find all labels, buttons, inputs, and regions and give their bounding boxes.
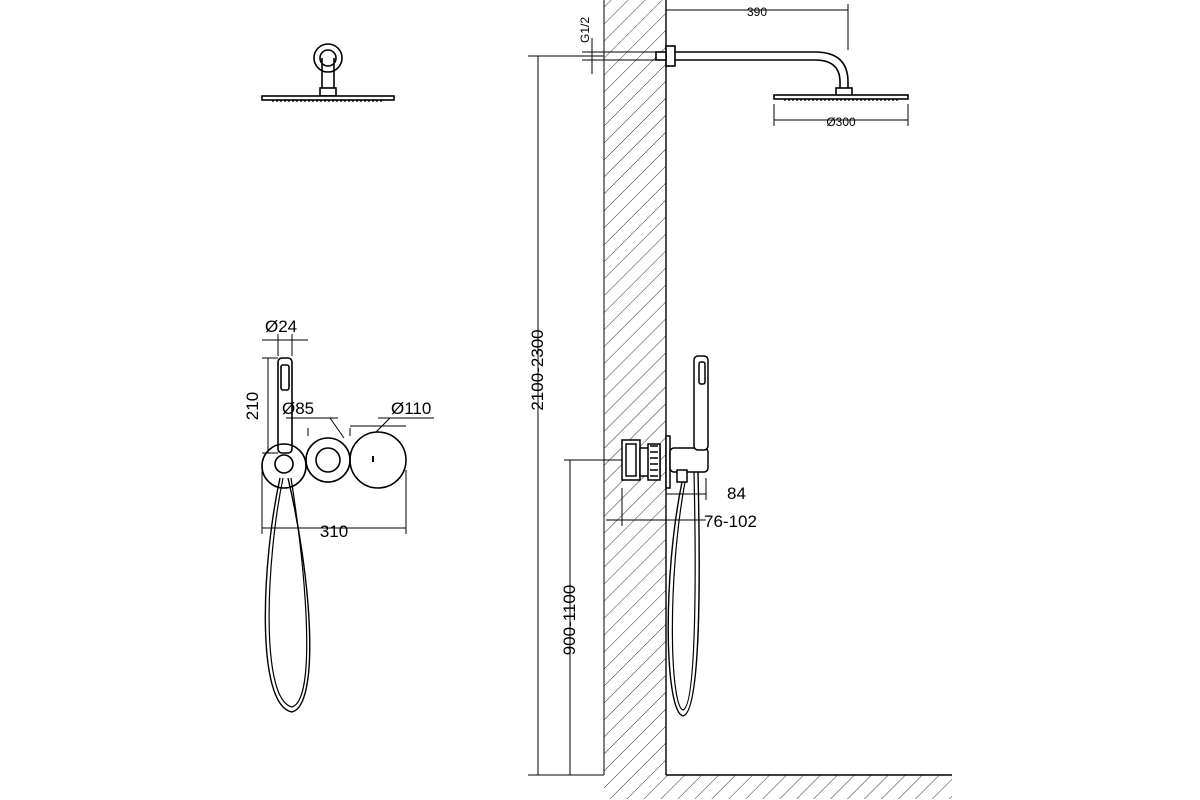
label-small-rosette-diameter: Ø85 — [282, 399, 314, 418]
label-total-width: 310 — [320, 522, 348, 541]
front-dimension-lines — [261, 334, 434, 534]
outlet-connector — [274, 454, 294, 474]
label-arm-length: 390 — [747, 5, 767, 19]
hose-side — [667, 471, 700, 717]
side-dimension-lines — [528, 4, 909, 776]
label-total-height: 2100-2300 — [528, 329, 547, 410]
front-wall-elements — [261, 357, 407, 713]
arm-flange-side — [665, 45, 676, 67]
head-connector — [319, 87, 337, 97]
hose-front — [264, 477, 311, 713]
label-head-diameter: Ø300 — [826, 115, 856, 129]
hose-connector-side — [676, 469, 688, 483]
large-rosette — [349, 431, 407, 489]
arm-flange-inner — [319, 49, 337, 67]
label-handshower-length: 210 — [243, 392, 262, 420]
label-large-rosette-diameter: Ø110 — [391, 399, 431, 418]
side-shower-arm — [655, 45, 909, 101]
mixer-handle-side — [669, 447, 709, 473]
label-thread: G1/2 — [578, 17, 592, 43]
arm-flange-outer — [313, 43, 343, 73]
hand-shower-side — [693, 355, 709, 451]
head-plate-side — [773, 94, 909, 100]
side-dimension-labels: 390 G1/2 Ø300 2100-2300 900-1100 84 76-1… — [528, 5, 856, 655]
head-plate-front — [261, 95, 395, 101]
floor-hatch — [604, 775, 952, 799]
wall-section — [603, 0, 952, 799]
wall-hatch — [604, 0, 666, 775]
label-mixer-height: 900-1100 — [560, 585, 579, 656]
label-wall-depth: 76-102 — [704, 512, 757, 531]
label-projection: 84 — [727, 484, 746, 503]
mixer-cartridge — [647, 443, 661, 481]
front-shower-head — [261, 43, 395, 102]
front-dimension-labels: Ø24 210 Ø85 Ø110 310 — [243, 317, 431, 541]
outlet-rosette — [261, 443, 307, 489]
side-mixer-assembly — [621, 355, 709, 717]
small-rosette — [305, 437, 351, 483]
label-handshower-diameter: Ø24 — [265, 317, 297, 336]
